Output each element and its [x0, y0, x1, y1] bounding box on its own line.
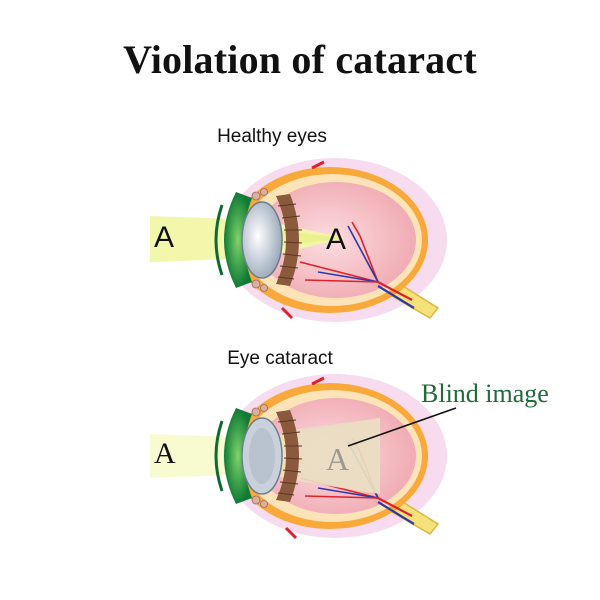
- ciliary-body: [276, 410, 303, 502]
- eye-muscle-top: [311, 160, 325, 170]
- lens: [241, 201, 283, 279]
- cataract-opacity: [249, 428, 275, 484]
- eye-muscle-bottom: [280, 306, 294, 320]
- cornea-iris: [224, 408, 252, 504]
- iris-detail: [251, 188, 268, 292]
- blurred-image-letter: A: [326, 441, 349, 477]
- object-letter: A: [154, 437, 176, 470]
- retina-image-letter: A: [326, 223, 346, 256]
- cornea-edge: [214, 420, 224, 492]
- retinal-vessels: [299, 221, 415, 309]
- cornea-edge: [214, 204, 224, 276]
- caption-healthy-eyes: Healthy eyes: [217, 126, 327, 147]
- eye-muscle-top: [311, 376, 325, 386]
- ciliary-body: [276, 194, 303, 286]
- eye-muscle-bottom: [284, 526, 298, 540]
- cataract-eye: A A: [150, 374, 457, 540]
- caption-eye-cataract: Eye cataract: [227, 348, 333, 369]
- cornea-iris: [224, 192, 252, 288]
- iris-detail: [251, 404, 268, 508]
- object-letter: A: [154, 221, 174, 254]
- annotation-pointer-line: [347, 407, 457, 447]
- page-title: Violation of cataract: [123, 37, 477, 82]
- blurred-light-cone: [290, 418, 380, 494]
- blind-image-label: Blind image: [421, 379, 549, 408]
- healthy-eye: A A: [150, 158, 447, 322]
